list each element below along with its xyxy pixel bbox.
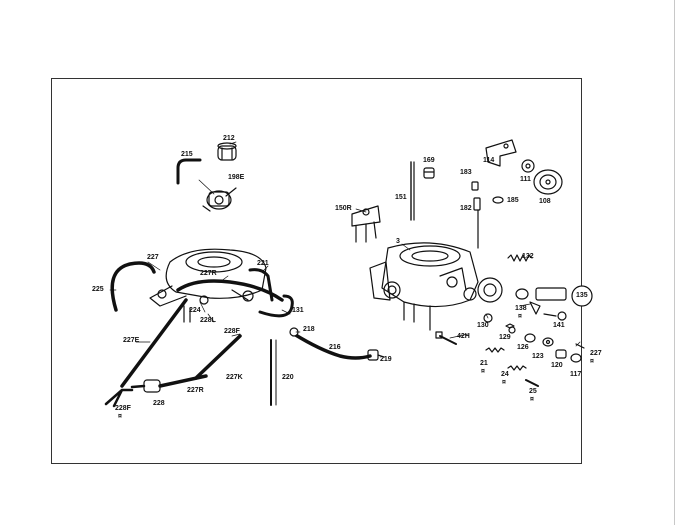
marker-227-right: ¤ (590, 358, 594, 365)
page-edge-line (674, 0, 675, 525)
part-220 (270, 339, 277, 406)
label-117: 117 (570, 371, 582, 378)
part-215 (176, 158, 202, 185)
part-114 (485, 139, 517, 167)
label-185: 185 (507, 197, 519, 204)
label-221: 221 (257, 260, 269, 267)
part-138 (529, 301, 541, 315)
part-212 (217, 142, 237, 161)
label-219: 219 (380, 356, 392, 363)
part-111 (521, 159, 535, 173)
part-151-needle (410, 161, 415, 221)
part-130 (483, 313, 493, 323)
part-123 (542, 337, 554, 347)
label-218: 218 (303, 326, 315, 333)
marker-138: ¤ (518, 313, 522, 320)
label-132: 132 (522, 253, 534, 260)
part-24 (507, 365, 527, 371)
part-129 (505, 323, 516, 334)
part-183 (471, 181, 479, 191)
part-221-hose (248, 268, 274, 302)
label-169: 169 (423, 157, 435, 164)
label-111: 111 (520, 176, 531, 183)
marker-228F: ¤ (118, 413, 122, 420)
label-42H: 42H (457, 333, 470, 340)
part-3-carburetor (369, 242, 479, 331)
label-135: 135 (576, 292, 588, 299)
part-228-filter (104, 374, 208, 408)
label-228F: 228F (224, 328, 240, 335)
label-129: 129 (499, 334, 511, 341)
part-131-hose (258, 294, 294, 318)
label-151: 151 (395, 194, 407, 201)
label-227-right: 227 (590, 350, 602, 357)
part-228F-hose (194, 334, 242, 380)
label-114: 114 (483, 157, 495, 164)
label-220: 220 (282, 374, 294, 381)
part-216-hose (289, 327, 372, 360)
label-225: 225 (92, 286, 104, 293)
part-227E-hose (120, 298, 188, 388)
label-138: 138 (515, 305, 527, 312)
part-108 (533, 169, 563, 195)
label-227E: 227E (123, 337, 140, 344)
label-227K: 227K (226, 374, 243, 381)
label-224: 224 (189, 307, 201, 314)
part-120 (555, 349, 567, 359)
label-215: 215 (181, 151, 193, 158)
label-198E: 198E (228, 174, 245, 181)
label-227: 227 (147, 254, 159, 261)
label-228F-lower: 228F (115, 405, 131, 412)
part-150R (351, 205, 381, 243)
diagram-frame (51, 78, 582, 464)
part-225-hose (110, 261, 156, 312)
label-216: 216 (329, 344, 341, 351)
label-126: 126 (517, 344, 529, 351)
marker-24: ¤ (502, 379, 506, 386)
leader-lines (109, 141, 581, 347)
label-21: 21 (480, 360, 488, 367)
part-169 (423, 167, 435, 179)
label-212: 212 (223, 135, 235, 142)
label-3: 3 (396, 238, 400, 245)
label-24: 24 (501, 371, 509, 378)
part-21 (485, 347, 505, 353)
label-183: 183 (460, 169, 472, 176)
part-132-spring (507, 254, 533, 262)
label-130: 130 (477, 322, 489, 329)
part-141 (543, 311, 567, 321)
label-123: 123 (532, 353, 544, 360)
label-25: 25 (529, 388, 537, 395)
label-120: 120 (551, 362, 563, 369)
label-108: 108 (539, 198, 551, 205)
label-227R-lower: 227R (187, 387, 204, 394)
label-131: 131 (292, 307, 304, 314)
label-150R: 150R (335, 205, 352, 212)
part-198E (202, 187, 237, 212)
part-135 (477, 277, 593, 307)
label-228L: 228L (200, 317, 216, 324)
part-219 (367, 349, 385, 361)
marker-25: ¤ (530, 396, 534, 403)
marker-21: ¤ (481, 368, 485, 375)
part-185 (492, 196, 504, 204)
part-25 (525, 379, 539, 387)
part-117 (570, 353, 582, 363)
part-manifold (149, 248, 267, 323)
label-182: 182 (460, 205, 472, 212)
part-126 (524, 333, 536, 343)
label-227R: 227R (200, 270, 217, 277)
label-228: 228 (153, 400, 165, 407)
part-182 (473, 197, 481, 249)
part-42H (435, 331, 457, 345)
label-141: 141 (553, 322, 565, 329)
